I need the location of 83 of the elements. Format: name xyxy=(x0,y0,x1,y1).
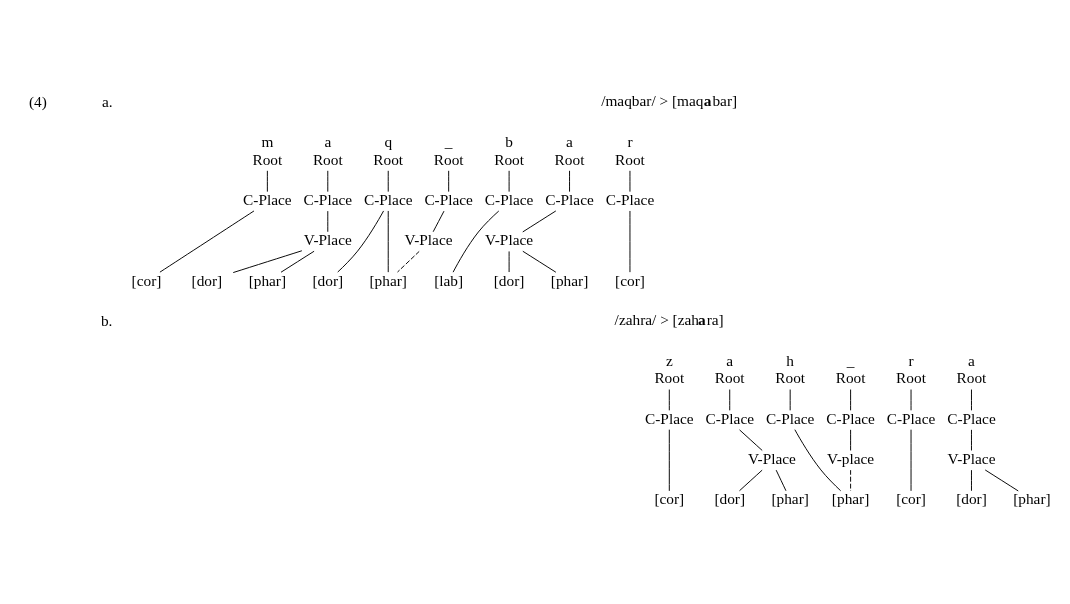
node-text: [phar] xyxy=(550,271,589,289)
connector xyxy=(569,170,570,193)
node-text: [phar] xyxy=(369,271,407,289)
node-text: [dor] xyxy=(312,271,344,289)
connector xyxy=(266,170,268,193)
node-text: b Root xyxy=(494,133,525,168)
connector xyxy=(971,469,972,492)
node-text: a Root xyxy=(554,133,585,168)
node-text: C-Place xyxy=(424,190,473,208)
connector xyxy=(971,429,972,451)
node-text: _ Root xyxy=(835,352,866,387)
node-text: r Root xyxy=(615,133,645,168)
connector xyxy=(432,210,445,233)
connector xyxy=(387,210,389,273)
label: a. xyxy=(101,93,113,111)
connector xyxy=(522,250,557,273)
connector xyxy=(850,389,852,411)
connector xyxy=(397,250,420,273)
node-text: V-Place xyxy=(747,449,796,467)
connector xyxy=(794,429,842,492)
node-text: a Root xyxy=(312,133,343,168)
connector xyxy=(280,250,315,273)
node-text: C-Place xyxy=(705,409,754,427)
node-text: V-place xyxy=(827,449,875,467)
node-text: z Root xyxy=(654,352,685,387)
node-text: [phar] xyxy=(1013,490,1051,508)
node-text: [phar] xyxy=(831,490,870,508)
node-text: [dor] xyxy=(714,490,746,508)
node-text: V-Place xyxy=(404,231,453,249)
node-text: C-Place xyxy=(303,190,353,208)
node-text: V-Place xyxy=(947,449,996,467)
node-text: C-Place xyxy=(826,409,875,427)
node-text: C-Place xyxy=(645,409,694,427)
connector xyxy=(850,429,852,451)
node-text: V-Place xyxy=(303,231,352,249)
node-text: q Root xyxy=(373,133,404,168)
node-text: h Root xyxy=(775,352,806,387)
node-text: C-Place xyxy=(363,190,413,208)
node-text: [cor] xyxy=(654,490,685,508)
connector xyxy=(850,469,852,492)
connector xyxy=(232,250,303,274)
label: (4) xyxy=(28,93,47,111)
node-text: C-Place xyxy=(886,409,936,427)
node-text: [cor] xyxy=(615,271,645,289)
node-text: [dor] xyxy=(956,490,987,508)
connector xyxy=(159,210,255,273)
node-text: a Root xyxy=(714,352,745,387)
node-text: [lab] xyxy=(434,271,464,289)
node-text: r Root xyxy=(896,352,926,387)
connector xyxy=(452,210,500,273)
node-text: C-Place xyxy=(947,409,996,427)
connector xyxy=(327,210,329,233)
node-text: _ Root xyxy=(433,133,464,168)
node-text: C-Place xyxy=(484,190,534,208)
label: b. xyxy=(100,311,113,329)
connector xyxy=(984,469,1019,492)
connector xyxy=(739,469,763,492)
connector xyxy=(668,429,670,492)
node-text: m Root xyxy=(252,133,283,168)
connector xyxy=(668,389,670,411)
node-text: V-Place xyxy=(485,231,534,249)
node-text: [phar] xyxy=(248,271,287,289)
node-text: [dor] xyxy=(191,271,223,289)
node-text: a Root xyxy=(956,352,987,387)
connector xyxy=(448,170,450,193)
node-text: C-Place xyxy=(545,190,594,208)
connector xyxy=(729,389,731,411)
node-text: C-Place xyxy=(243,190,292,208)
connector xyxy=(522,210,557,233)
node-text: C-Place xyxy=(765,409,815,427)
node-text: C-Place xyxy=(605,190,655,208)
node-text: [cor] xyxy=(131,271,162,289)
label: /maqbar/ > [maqabar] xyxy=(601,92,738,110)
connector xyxy=(327,170,329,193)
connector xyxy=(739,429,763,451)
connector xyxy=(775,469,787,492)
node-text: [dor] xyxy=(493,271,525,289)
connector xyxy=(971,389,972,411)
connector xyxy=(337,210,385,273)
node-text: [cor] xyxy=(896,490,926,508)
connector xyxy=(387,170,389,193)
label: /zahra/ > [zahara] xyxy=(614,310,724,328)
node-text: [phar] xyxy=(771,490,809,508)
